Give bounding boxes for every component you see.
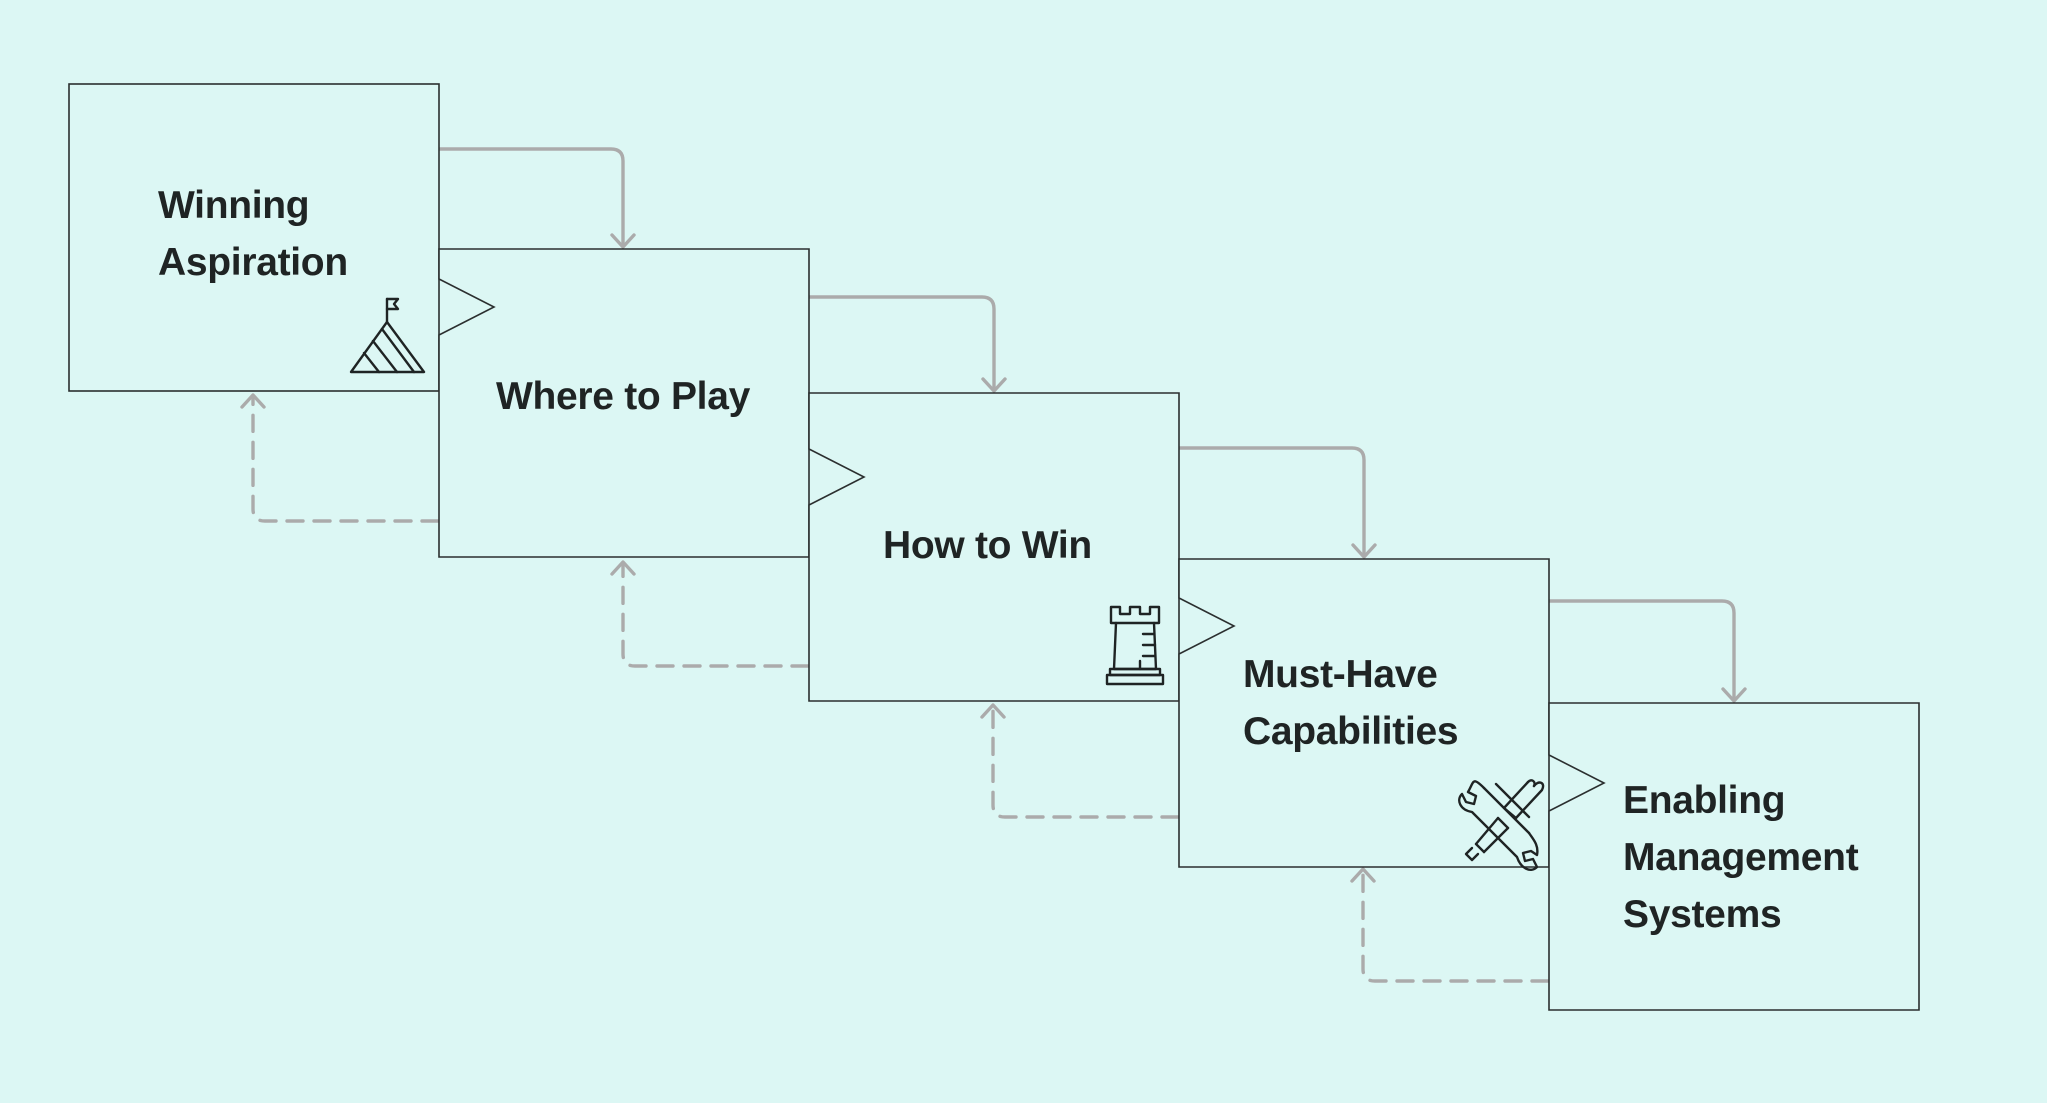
step-label-must-have-capabilities: Must-Have Capabilities	[1243, 646, 1459, 760]
label-line: Management	[1623, 836, 1859, 879]
step-label-enabling-management-systems: Enabling Management Systems	[1623, 772, 1859, 943]
forward-arrow-2	[807, 295, 1007, 393]
forward-arrow-3	[1177, 446, 1377, 559]
feedback-arrow-1	[240, 393, 440, 523]
label-line: Enabling	[1623, 779, 1786, 822]
box-how-to-win	[808, 392, 1180, 702]
step-label-winning-aspiration: Winning Aspiration	[158, 177, 348, 291]
feedback-arrow-4	[1350, 867, 1550, 983]
box-must-have-capabilities	[1178, 558, 1550, 868]
wrench-screwdriver-icon	[1458, 779, 1545, 871]
label-line: How to Win	[883, 524, 1092, 567]
label-line: Capabilities	[1243, 710, 1459, 753]
chess-rook-icon	[1105, 605, 1165, 686]
forward-arrow-4	[1547, 599, 1747, 703]
label-line: Where to Play	[496, 375, 750, 418]
label-line: Must-Have	[1243, 653, 1438, 696]
label-line: Systems	[1623, 893, 1782, 936]
box-where-to-play	[438, 248, 810, 558]
forward-arrow-1	[437, 147, 636, 249]
forward-connectors	[437, 147, 1747, 703]
feedback-arrow-2	[610, 560, 810, 668]
label-line: Winning	[158, 184, 310, 227]
step-label-how-to-win: How to Win	[883, 517, 1092, 574]
box-winning-aspiration	[68, 83, 440, 392]
label-line: Aspiration	[158, 241, 348, 284]
step-label-where-to-play: Where to Play	[496, 368, 750, 425]
feedback-arrow-3	[980, 703, 1180, 819]
feedback-connectors	[240, 393, 1550, 983]
box-enabling-management-systems	[1548, 702, 1920, 1011]
mountain-flag-icon	[349, 297, 426, 374]
